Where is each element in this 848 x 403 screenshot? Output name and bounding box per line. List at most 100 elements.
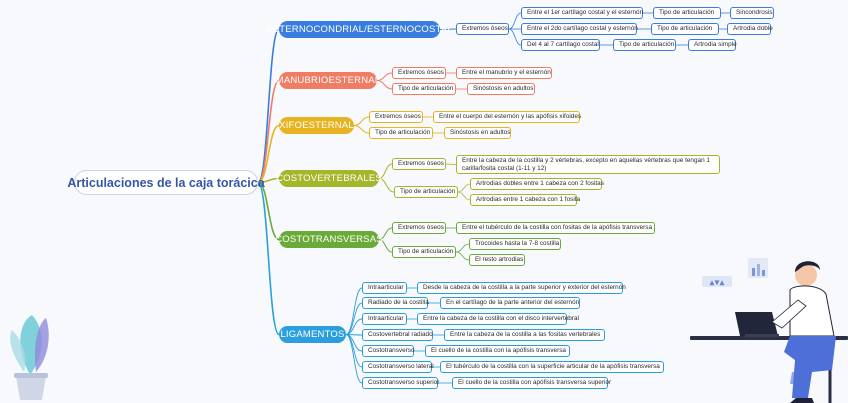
xifo-extremos-label: Extremos óseos: [375, 113, 421, 121]
branch-esternocondrial[interactable]: ESTERNOCONDRIAL/ESTERNOCOSTAL: [266, 21, 453, 38]
connector-branch-ligamentos-to-ligamento-1: [345, 287, 363, 335]
branch-costotransversas[interactable]: COSTOTRANSVERSAS: [275, 231, 383, 248]
ligamento-1-label: Intraarticular: [368, 284, 404, 292]
ligamento-6-valor[interactable]: El tubérculo de la costilla con la super…: [440, 361, 664, 373]
esternocondrial-item-2-tipo[interactable]: Tipo de articulación: [651, 23, 719, 35]
manubrio-tipo-valor[interactable]: Sinóstosis en adultos: [467, 83, 535, 95]
ligamento-3-valor[interactable]: Entre la cabeza de la costilla con el di…: [417, 313, 579, 325]
floating-cards-illustration: ▲▼▲: [702, 258, 768, 287]
esternocondrial-item-3-valor[interactable]: Artrodia simple: [688, 39, 737, 51]
connector-root-node-to-branch-xifoesternal: [257, 124, 280, 184]
connector-root-node-to-branch-ligamentos: [257, 181, 280, 336]
ligamento-3[interactable]: Intraarticular: [362, 313, 407, 325]
connector-branch-costotransversas-to-costotrans-tipo: [378, 239, 393, 253]
ligamento-7-valor[interactable]: El cuello de la costilla con apófisis tr…: [452, 377, 611, 389]
costovert-tipo-valor-1-label: Artrodias dobles entre 1 cabeza con 2 fo…: [476, 180, 604, 188]
branch-xifoesternal-title: XIFOESTERNAL: [279, 120, 354, 131]
xifo-tipo-valor[interactable]: Sinóstosis en adultos: [444, 127, 511, 139]
esternocondrial-item-3[interactable]: Del 4 al 7 cartílago costal: [521, 39, 600, 51]
costotrans-tipo-valor-2[interactable]: El resto artrodias: [469, 254, 525, 266]
costotrans-tipo[interactable]: Tipo de articulación: [392, 246, 456, 258]
esternocondrial-item-3-tipo-label: Tipo de articulación: [619, 41, 675, 49]
branch-costovertebrales[interactable]: COSTOVERTEBRALES: [276, 170, 382, 187]
connector-esternocondrial-extremos-to-esternocondrial-item-3: [508, 28, 522, 46]
ligamento-6-valor-label: El tubérculo de la costilla con la super…: [446, 363, 660, 371]
costovert-extremos-label: Extremos óseos: [398, 160, 444, 168]
xifo-extremos[interactable]: Extremos óseos: [369, 111, 423, 123]
branch-costovertebrales-title: COSTOVERTEBRALES: [276, 173, 382, 184]
costotrans-tipo-valor-1[interactable]: Trocoides hasta la 7-8 costilla: [469, 238, 561, 250]
connector-branch-costovertebrales-to-costovert-tipo: [378, 178, 395, 193]
branch-manubrioesternal-title: MANUBRIOESTERNAL: [275, 75, 381, 86]
ligamento-5-label: Costotransverso: [368, 347, 415, 355]
costovert-extremos-valor-label: Entre la cabeza de la costilla y 2 vérte…: [462, 156, 710, 172]
ligamento-4[interactable]: Costovertebral radiado: [362, 329, 433, 341]
manubrio-extremos-label: Extremos óseos: [398, 69, 444, 77]
costotrans-tipo-valor-2-label: El resto artrodias: [475, 256, 524, 264]
badge-text: ▲▼▲: [710, 279, 725, 287]
xifo-tipo-label: Tipo de articulación: [375, 129, 431, 137]
ligamento-4-valor-label: Entre la cabeza de la costilla a las fos…: [450, 331, 601, 339]
costovert-extremos[interactable]: Extremos óseos: [392, 158, 446, 170]
connector-branch-ligamentos-to-ligamento-7: [345, 334, 363, 384]
esternocondrial-extremos[interactable]: Extremos óseos: [456, 23, 509, 35]
xifo-extremos-valor[interactable]: Entre el cuerpo del esternón y las apófi…: [433, 111, 582, 123]
connector-root-node-to-branch-costotransversas: [257, 181, 280, 241]
xifo-extremos-valor-label: Entre el cuerpo del esternón y las apófi…: [439, 113, 582, 121]
root-node[interactable]: Articulaciones de la caja torácica: [67, 170, 265, 195]
connector-costotrans-tipo-to-costotrans-tipo-valor-2: [455, 251, 470, 261]
connector-root-node-to-branch-esternocondrial: [257, 28, 280, 184]
costovert-extremos-valor[interactable]: Entre la cabeza de la costilla y 2 vérte…: [456, 155, 720, 174]
connector-branch-costovertebrales-to-costovert-extremos: [378, 163, 393, 179]
ligamento-1-valor[interactable]: Desde la cabeza de la costilla a la part…: [417, 282, 626, 294]
ligamento-4-valor[interactable]: Entre la cabeza de la costilla a las fos…: [444, 329, 605, 341]
ligamento-6[interactable]: Costotransverso lateral: [362, 361, 434, 373]
esternocondrial-item-3-tipo[interactable]: Tipo de articulación: [613, 39, 676, 51]
branch-ligamentos-title: LIGAMENTOS: [280, 329, 345, 340]
branch-costotransversas-title: COSTOTRANSVERSAS: [275, 234, 383, 245]
costotrans-extremos-label: Extremos óseos: [398, 224, 444, 232]
xifo-tipo[interactable]: Tipo de articulación: [369, 127, 433, 139]
branch-xifoesternal[interactable]: XIFOESTERNAL: [279, 117, 354, 134]
connector-branch-xifoesternal-to-xifo-tipo: [353, 125, 370, 134]
branch-ligamentos[interactable]: LIGAMENTOS: [279, 326, 346, 343]
esternocondrial-item-2-valor-label: Artrodia doble: [733, 25, 773, 33]
esternocondrial-item-3-valor-label: Artrodia simple: [694, 41, 737, 49]
costotrans-extremos-valor[interactable]: Entre el tubérculo de la costilla con fo…: [456, 222, 655, 234]
esternocondrial-item-1[interactable]: Entre el 1er cartílago costal y el ester…: [521, 7, 643, 19]
manubrio-tipo[interactable]: Tipo de articulación: [392, 83, 456, 95]
esternocondrial-item-1-valor-label: Sincondrosis: [736, 9, 773, 17]
ligamento-2[interactable]: Radiado de la costilla: [362, 297, 429, 309]
manubrio-tipo-label: Tipo de articulación: [398, 85, 454, 93]
ligamento-5-valor[interactable]: El cuello de la costilla con la apófisis…: [425, 345, 570, 357]
costovert-tipo-valor-1[interactable]: Artrodias dobles entre 1 cabeza con 2 fo…: [470, 178, 604, 190]
connector-branch-costotransversas-to-costotrans-extremos: [378, 227, 393, 240]
costotrans-tipo-valor-1-label: Trocoides hasta la 7-8 costilla: [475, 240, 560, 248]
ligamento-5-valor-label: El cuello de la costilla con la apófisis…: [431, 347, 566, 355]
costovert-tipo[interactable]: Tipo de articulación: [394, 186, 458, 198]
person-with-laptop-illustration: [690, 261, 848, 403]
connector-branch-manubrioesternal-to-manubrio-tipo: [376, 80, 393, 90]
esternocondrial-item-1-tipo[interactable]: Tipo de articulación: [653, 7, 721, 19]
manubrio-extremos[interactable]: Extremos óseos: [392, 67, 446, 79]
esternocondrial-item-2-label: Entre el 2do cartílago costal y esternón: [527, 25, 638, 33]
costotrans-tipo-label: Tipo de articulación: [398, 248, 454, 256]
esternocondrial-item-2[interactable]: Entre el 2do cartílago costal y esternón: [521, 23, 638, 35]
costovert-tipo-valor-2[interactable]: Artrodias entre 1 cabeza con 1 fosita: [470, 194, 580, 206]
branch-esternocondrial-title: ESTERNOCONDRIAL/ESTERNOCOSTAL: [266, 24, 453, 35]
ligamento-7[interactable]: Costotransverso superior: [362, 377, 439, 389]
ligamento-2-valor[interactable]: En el cartílago de la parte anterior del…: [440, 297, 580, 309]
ligamento-5[interactable]: Costotransverso: [362, 345, 415, 357]
esternocondrial-item-1-label: Entre el 1er cartílago costal y el ester…: [527, 9, 644, 17]
esternocondrial-item-2-valor[interactable]: Artrodia doble: [727, 23, 773, 35]
esternocondrial-item-3-label: Del 4 al 7 cartílago costal: [527, 41, 599, 49]
manubrio-extremos-valor[interactable]: Entre el manubrio y el esternón: [456, 67, 552, 79]
esternocondrial-item-1-valor[interactable]: Sincondrosis: [730, 7, 774, 19]
branch-manubrioesternal[interactable]: MANUBRIOESTERNAL: [276, 72, 380, 89]
connector-costovert-extremos-to-costovert-extremos-valor: [445, 163, 457, 165]
ligamento-1[interactable]: Intraarticular: [362, 282, 407, 294]
costotrans-extremos[interactable]: Extremos óseos: [392, 222, 446, 234]
ligamento-2-valor-label: En el cartílago de la parte anterior del…: [446, 299, 580, 307]
